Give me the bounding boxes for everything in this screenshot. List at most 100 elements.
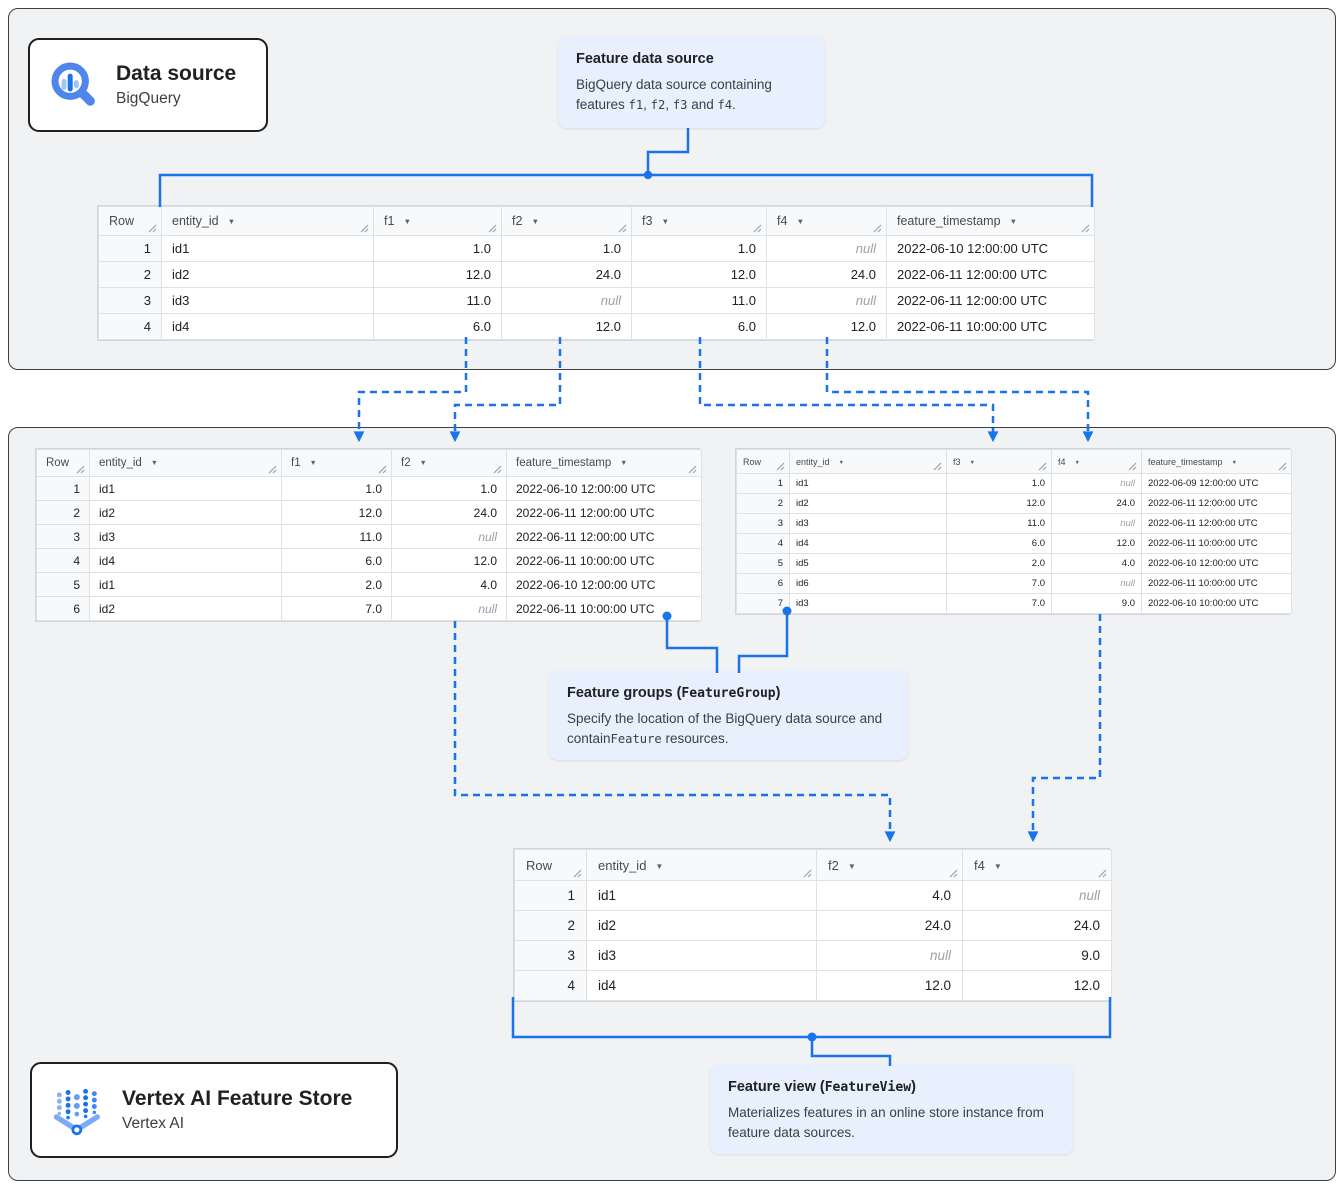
table-cell: 12.0 bbox=[946, 493, 1052, 514]
table-cell: id6 bbox=[789, 573, 947, 594]
table-cell: 1 bbox=[36, 476, 90, 501]
column-header-Row: Row bbox=[98, 206, 162, 236]
table-cell: id2 bbox=[789, 493, 947, 514]
feature-store-subtitle: Vertex AI bbox=[122, 1114, 185, 1132]
table-cell: 4 bbox=[736, 533, 790, 554]
table-cell: 24.0 bbox=[962, 910, 1112, 941]
table-cell: 2 bbox=[514, 910, 587, 941]
callout-body: Specify the location of the BigQuery dat… bbox=[567, 709, 890, 750]
table-cell: 12.0 bbox=[816, 970, 963, 1001]
table-cell: 1.0 bbox=[946, 473, 1052, 494]
column-resize-icon bbox=[688, 465, 697, 474]
column-header-f4: f4▼ bbox=[962, 849, 1112, 881]
table-cell: 3 bbox=[36, 524, 90, 549]
table-cell: 1 bbox=[514, 880, 587, 911]
column-resize-icon bbox=[1278, 462, 1287, 471]
column-header-entity_id: entity_id▼ bbox=[586, 849, 817, 881]
table-cell: id4 bbox=[89, 548, 282, 573]
table-cell: 7.0 bbox=[281, 596, 392, 621]
data-source-title: Data source bbox=[116, 62, 237, 86]
callout-title: Feature data source bbox=[576, 51, 807, 67]
table-cell: 12.0 bbox=[631, 261, 767, 288]
sort-arrow-icon: ▼ bbox=[969, 459, 976, 466]
sort-arrow-icon: ▼ bbox=[993, 861, 1002, 871]
table-cell: 4 bbox=[36, 548, 90, 573]
text-segment: and bbox=[687, 97, 718, 113]
sort-arrow-icon: ▼ bbox=[150, 459, 158, 467]
table-cell: id1 bbox=[789, 473, 947, 494]
text-segment: ) bbox=[775, 685, 781, 701]
column-resize-icon bbox=[268, 465, 277, 474]
column-resize-icon bbox=[753, 224, 762, 233]
sort-arrow-icon: ▼ bbox=[847, 861, 856, 871]
table-cell: id1 bbox=[586, 880, 817, 911]
table-cell: id2 bbox=[586, 910, 817, 941]
table-cell: 2022-06-10 12:00:00 UTC bbox=[1141, 553, 1292, 574]
table-cell: 2022-06-11 12:00:00 UTC bbox=[886, 287, 1095, 314]
table-cell: 11.0 bbox=[631, 287, 767, 314]
column-header-f4: f4▼ bbox=[1051, 449, 1142, 474]
text-segment: . bbox=[732, 97, 736, 113]
inline-code: FeatureView bbox=[824, 1080, 912, 1095]
table-cell: id3 bbox=[789, 593, 947, 614]
table-cell: null bbox=[1051, 473, 1142, 494]
table-cell: 3 bbox=[98, 287, 162, 314]
table-cell: 24.0 bbox=[501, 261, 632, 288]
column-header-f3: f3▼ bbox=[946, 449, 1052, 474]
table-cell: id2 bbox=[89, 596, 282, 621]
table-cell: 4 bbox=[514, 970, 587, 1001]
column-header-f3: f3▼ bbox=[631, 206, 767, 236]
column-header-Row: Row bbox=[736, 449, 790, 474]
table-cell: 12.0 bbox=[766, 313, 887, 340]
column-resize-icon bbox=[1128, 462, 1137, 471]
table-cell: 2022-06-11 10:00:00 UTC bbox=[1141, 573, 1292, 594]
text-segment: Materializes features in an online store… bbox=[728, 1105, 1044, 1141]
table-cell: 11.0 bbox=[373, 287, 502, 314]
table-cell: 4.0 bbox=[1051, 553, 1142, 574]
table-cell: null bbox=[1051, 573, 1142, 594]
table-cell: 24.0 bbox=[766, 261, 887, 288]
table-cell: 2 bbox=[736, 493, 790, 514]
text-segment: ) bbox=[911, 1079, 916, 1095]
column-header-entity_id: entity_id▼ bbox=[789, 449, 947, 474]
table-cell: 2022-06-09 12:00:00 UTC bbox=[1141, 473, 1292, 494]
column-header-f4: f4▼ bbox=[766, 206, 887, 236]
table-cell: null bbox=[391, 596, 507, 621]
table-cell: 3 bbox=[514, 940, 587, 971]
table-cell: 1.0 bbox=[391, 476, 507, 501]
data-source-card: Data source BigQuery bbox=[28, 38, 268, 132]
text-segment: Feature data source bbox=[576, 51, 714, 67]
inline-code: f4 bbox=[717, 98, 733, 113]
table-cell: 3 bbox=[736, 513, 790, 534]
table-cell: 2022-06-11 12:00:00 UTC bbox=[1141, 493, 1292, 514]
table-cell: 7.0 bbox=[946, 573, 1052, 594]
table-cell: 2022-06-11 10:00:00 UTC bbox=[506, 548, 702, 573]
table-cell: 2022-06-11 10:00:00 UTC bbox=[506, 596, 702, 621]
column-resize-icon bbox=[148, 224, 157, 233]
table-cell: 2022-06-11 10:00:00 UTC bbox=[886, 313, 1095, 340]
table-cell: 2022-06-11 10:00:00 UTC bbox=[1141, 533, 1292, 554]
table-cell: 1.0 bbox=[501, 235, 632, 262]
column-resize-icon bbox=[1081, 224, 1090, 233]
table-cell: 2022-06-11 12:00:00 UTC bbox=[886, 261, 1095, 288]
column-resize-icon bbox=[76, 465, 85, 474]
sort-arrow-icon: ▼ bbox=[227, 217, 236, 226]
text-segment: BigQuery data source containing features bbox=[576, 77, 772, 113]
table-cell: 12.0 bbox=[962, 970, 1112, 1001]
column-resize-icon bbox=[360, 224, 369, 233]
table-cell: 2022-06-10 10:00:00 UTC bbox=[1141, 593, 1292, 614]
table-cell: 1.0 bbox=[373, 235, 502, 262]
table-cell: 5 bbox=[736, 553, 790, 574]
column-resize-icon bbox=[933, 462, 942, 471]
table-cell: 2022-06-11 12:00:00 UTC bbox=[506, 524, 702, 549]
table-cell: null bbox=[501, 287, 632, 314]
